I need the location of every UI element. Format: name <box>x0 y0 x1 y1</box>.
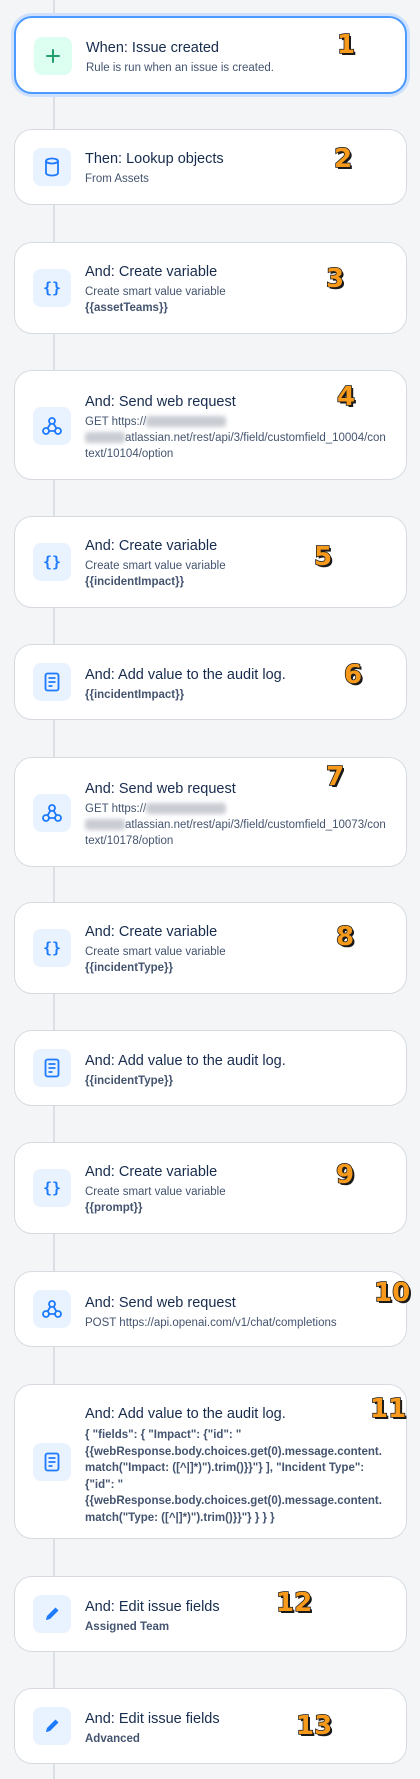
step-title: And: Send web request <box>85 394 236 410</box>
braces-icon: {} <box>33 929 71 967</box>
url-suffix: atlassian.net/rest/api/3/field/customfie… <box>85 819 386 847</box>
step-title: And: Edit issue fields <box>85 1599 220 1615</box>
annotation-number: 5 <box>313 541 333 573</box>
webhook-icon <box>33 407 71 445</box>
document-icon <box>33 663 71 701</box>
webhook-icon <box>33 794 71 832</box>
step-title: And: Send web request <box>85 1295 236 1311</box>
annotation-number: 13 <box>295 1710 333 1742</box>
step-title: And: Edit issue fields <box>85 1711 220 1727</box>
request-url: GET https:// atlassian.net/rest/api/3/fie… <box>85 414 388 462</box>
request-url: GET https:// atlassian.net/rest/api/3/fie… <box>85 801 388 849</box>
pencil-icon <box>33 1707 71 1745</box>
annotation-number: 6 <box>343 659 363 691</box>
step-subtitle: Create smart value variable <box>85 946 226 958</box>
annotation-number: 7 <box>325 761 345 793</box>
step-title: And: Add value to the audit log. <box>85 1053 286 1069</box>
field-name: Advanced <box>85 1733 140 1745</box>
step-title: And: Create variable <box>85 538 218 554</box>
edit-issue-fields-card[interactable]: And: Edit issue fields Advanced <box>14 1688 407 1764</box>
log-value: { "fields": { "Impact": {"id": "{{webRes… <box>85 1429 382 1524</box>
redacted-domain <box>146 416 227 428</box>
document-icon <box>33 1443 71 1481</box>
annotation-number: 1 <box>336 29 356 61</box>
step-title: When: Issue created <box>86 40 219 56</box>
edit-issue-fields-card[interactable]: And: Edit issue fields Assigned Team <box>14 1576 407 1652</box>
braces-icon: {} <box>33 269 71 307</box>
variable-name: {{prompt}} <box>85 1202 143 1214</box>
flow-connector-line <box>53 0 55 1779</box>
redacted-domain <box>85 432 125 444</box>
step-title: And: Add value to the audit log. <box>85 1406 286 1422</box>
annotation-number: 2 <box>333 143 353 175</box>
step-title: And: Create variable <box>85 924 218 940</box>
audit-log-card[interactable]: And: Add value to the audit log. {{incid… <box>14 1030 407 1106</box>
database-icon <box>33 148 71 186</box>
step-subtitle: Create smart value variable <box>85 286 226 298</box>
step-title: And: Send web request <box>85 781 236 797</box>
svg-text:{}: {} <box>43 939 61 957</box>
plus-icon <box>34 37 72 75</box>
redacted-domain <box>85 819 125 831</box>
step-subtitle: Rule is run when an issue is created. <box>86 62 274 74</box>
braces-icon: {} <box>33 1169 71 1207</box>
step-title: And: Create variable <box>85 1164 218 1180</box>
send-web-request-card[interactable]: And: Send web request POST https://api.o… <box>14 1271 407 1347</box>
svg-text:{}: {} <box>43 279 61 297</box>
log-value: {{incidentType}} <box>85 1075 173 1087</box>
annotation-number: 8 <box>335 921 355 953</box>
annotation-number: 9 <box>335 1159 355 1191</box>
create-variable-card[interactable]: {} And: Create variable Create smart val… <box>14 1142 407 1234</box>
audit-log-card[interactable]: And: Add value to the audit log. {{incid… <box>14 644 407 720</box>
annotation-number: 12 <box>275 1587 313 1619</box>
field-name: Assigned Team <box>85 1621 170 1633</box>
step-subtitle: From Assets <box>85 173 149 185</box>
webhook-icon <box>33 1290 71 1328</box>
step-title: Then: Lookup objects <box>85 151 224 167</box>
request-url: POST https://api.openai.com/v1/chat/comp… <box>85 1317 337 1329</box>
step-title: And: Create variable <box>85 264 218 280</box>
url-prefix: GET https:// <box>85 803 147 815</box>
variable-name: {{incidentImpact}} <box>85 576 185 588</box>
step-subtitle: Create smart value variable <box>85 1186 226 1198</box>
send-web-request-card[interactable]: And: Send web request GET https:// atlass… <box>14 757 407 867</box>
annotation-number: 4 <box>336 381 356 413</box>
variable-name: {{assetTeams}} <box>85 302 168 314</box>
pencil-icon <box>33 1595 71 1633</box>
svg-text:{}: {} <box>43 553 61 571</box>
annotation-number: 3 <box>325 263 345 295</box>
step-title: And: Add value to the audit log. <box>85 667 286 683</box>
audit-log-card[interactable]: And: Add value to the audit log. { "fiel… <box>14 1384 407 1539</box>
send-web-request-card[interactable]: And: Send web request GET https:// atlass… <box>14 370 407 480</box>
url-prefix: GET https:// <box>85 416 147 428</box>
log-value: {{incidentImpact}} <box>85 689 185 701</box>
url-suffix: atlassian.net/rest/api/3/field/customfie… <box>85 432 386 460</box>
annotation-number: 11 <box>369 1393 407 1425</box>
trigger-issue-created-card[interactable]: When: Issue created Rule is run when an … <box>14 16 407 94</box>
annotation-number: 10 <box>373 1277 411 1309</box>
create-variable-card[interactable]: {} And: Create variable Create smart val… <box>14 902 407 994</box>
document-icon <box>33 1049 71 1087</box>
variable-name: {{incidentType}} <box>85 962 173 974</box>
lookup-objects-card[interactable]: Then: Lookup objects From Assets <box>14 129 407 205</box>
svg-text:{}: {} <box>43 1179 61 1197</box>
redacted-domain <box>146 803 227 815</box>
create-variable-card[interactable]: {} And: Create variable Create smart val… <box>14 242 407 334</box>
braces-icon: {} <box>33 543 71 581</box>
step-subtitle: Create smart value variable <box>85 560 226 572</box>
create-variable-card[interactable]: {} And: Create variable Create smart val… <box>14 516 407 608</box>
